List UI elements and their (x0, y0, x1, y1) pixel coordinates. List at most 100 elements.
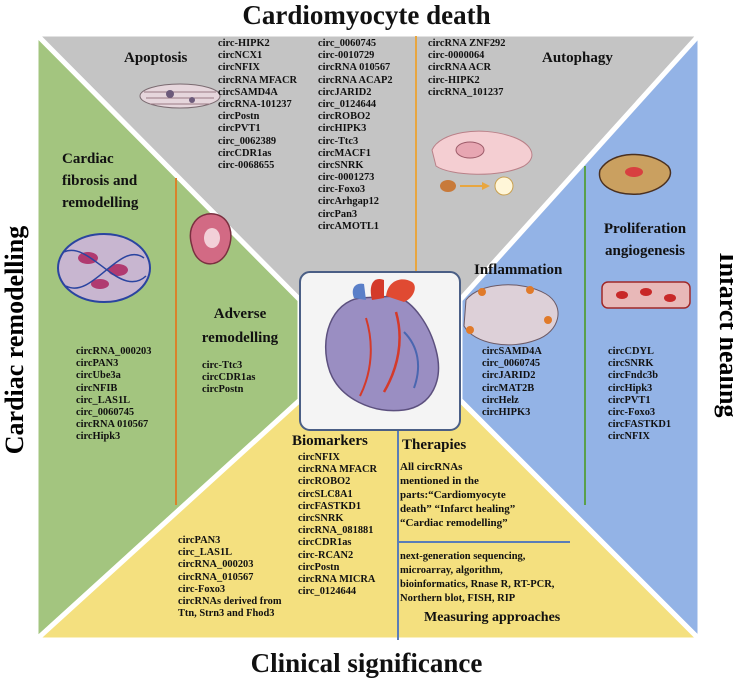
circrna-item: circ-HIPK2 (428, 74, 480, 86)
therapies-line: “Cardiac remodelling” (400, 517, 508, 529)
circrna-item: circRNA MFACR (218, 74, 297, 86)
proliferation-heading: Proliferation angiogenesis (590, 218, 700, 262)
title-left: Cardiac remodelling (0, 225, 29, 455)
heading-line: remodelling (201, 330, 279, 346)
adverse-heading: Adverse remodelling (190, 302, 290, 350)
circrna-item: circROBO2 (298, 476, 351, 488)
circrna-item: circMACF1 (318, 147, 371, 159)
inflammation-cells-icon (463, 284, 559, 346)
circrna-item: circJARID2 (318, 86, 372, 98)
circrna-item: circRNA ACR (428, 62, 492, 74)
measuring-heading: Measuring approaches (424, 610, 561, 625)
circrna-item: circ_0060745 (76, 406, 135, 418)
heading-line: Cardiac (62, 151, 114, 167)
circrna-item: circRNA_101237 (428, 86, 504, 98)
title-right: Infarct healing (714, 252, 733, 418)
circrna-item: circPAN3 (178, 535, 221, 546)
circrna-item: circJARID2 (482, 370, 536, 382)
circrna-item: circ-0001273 (318, 172, 375, 184)
circrna-item: circRNA 010567 (318, 62, 391, 74)
circrna-item: circNCX1 (218, 50, 263, 62)
circrna-item: circ-0010729 (318, 50, 375, 62)
fibrosis-heading: Cardiac fibrosis and remodelling (62, 148, 138, 214)
circrna-item: circCDR1as (298, 537, 352, 549)
heart-slice-icon (189, 213, 232, 265)
proliferation-cell-icon (598, 153, 672, 195)
circrna-item: circSAMD4A (218, 86, 278, 98)
circrna-item: circ-Ttc3 (318, 135, 359, 147)
circrna-item: circNFIX (218, 62, 260, 74)
circrna-item: circPan3 (318, 208, 358, 220)
circrna-item: Ttn, Strn3 and Fhod3 (178, 608, 275, 620)
apoptosis-heading: Apoptosis (124, 50, 188, 66)
circrna-item: circRNAs derived from (178, 595, 282, 607)
circrna-item: circ_0060745 (482, 358, 541, 370)
circrna-item: circ_0060745 (318, 38, 377, 49)
circrna-item: circPVT1 (218, 123, 261, 135)
circrna-item: circFASTKD1 (298, 500, 362, 512)
circrna-item: circ-0068655 (218, 159, 275, 171)
heading-line: Proliferation (603, 221, 687, 237)
heading-line: Adverse (213, 306, 267, 322)
biomarkers-heading: Biomarkers (292, 433, 368, 449)
therapies-line: parts:“Cardiomyocyte (400, 489, 506, 501)
autophagy-heading: Autophagy (542, 50, 613, 66)
circrna-item: circPVT1 (608, 394, 651, 406)
autophagy-cell-icon (431, 130, 533, 196)
circrna-item: circFndc3b (608, 370, 659, 382)
title-top: Cardiomyocyte death (242, 0, 491, 30)
circrna-item: circRNA MICRA (298, 573, 376, 585)
circrna-item: circ-Ttc3 (202, 360, 243, 371)
title-bottom: Clinical significance (250, 648, 483, 678)
circrna-item: circPostn (202, 384, 244, 396)
heart-icon (324, 278, 440, 412)
heading-line: fibrosis and (62, 173, 138, 189)
circrna-item: circUbe3a (76, 370, 121, 382)
circrna-item: circSNRK (608, 358, 654, 370)
measuring-text: next-generation sequencing, microarray, a… (400, 550, 554, 606)
measuring-line: microarray, algorithm, (400, 565, 503, 576)
inflammation-heading: Inflammation (474, 262, 563, 278)
circrna-item: circ-Foxo3 (318, 184, 366, 196)
circrna-item: circNFIX (298, 452, 340, 463)
circrna-item: circFASTKD1 (608, 419, 672, 431)
therapies-heading: Therapies (402, 437, 467, 453)
left-quadrant (36, 34, 300, 640)
heading-line: angiogenesis (604, 243, 685, 259)
fibrosis-cells-icon (57, 233, 151, 303)
circrna-item: circHIPK3 (482, 406, 531, 418)
circrna-item: circPostn (218, 111, 260, 123)
therapies-line: All circRNAs (400, 461, 463, 473)
circrna-item: circRNA_010567 (178, 571, 254, 583)
circrna-item: circHipk3 (76, 431, 121, 443)
circrna-item: circ_LAS1L (76, 394, 131, 406)
circrna-item: circ_0124644 (318, 98, 377, 110)
circrna-item: circAMOTL1 (318, 220, 379, 232)
circrna-item: circSNRK (298, 512, 344, 524)
circrna-item: circPAN3 (76, 358, 119, 370)
measuring-line: Northern blot, FISH, RIP (400, 593, 516, 604)
circrna-item: circNFIB (76, 382, 118, 394)
circrna-item: circ-Foxo3 (608, 406, 656, 418)
circrna-item: circCDR1as (202, 372, 256, 384)
circrna-item: circ_0124644 (298, 586, 357, 598)
circrna-item: circHIPK3 (318, 123, 367, 135)
apoptosis-cell-icon (139, 83, 221, 109)
circrna-item: circRNA-101237 (218, 98, 292, 110)
measuring-line: next-generation sequencing, (400, 551, 526, 562)
circrna-item: circSNRK (318, 159, 364, 171)
circrna-item: circROBO2 (318, 111, 371, 123)
therapies-line: death” “Infarct healing” (400, 503, 516, 515)
circrna-item: circ-HIPK2 (218, 38, 270, 49)
heading-line: remodelling (62, 195, 139, 211)
circrna-item: circ_0062389 (218, 135, 277, 147)
